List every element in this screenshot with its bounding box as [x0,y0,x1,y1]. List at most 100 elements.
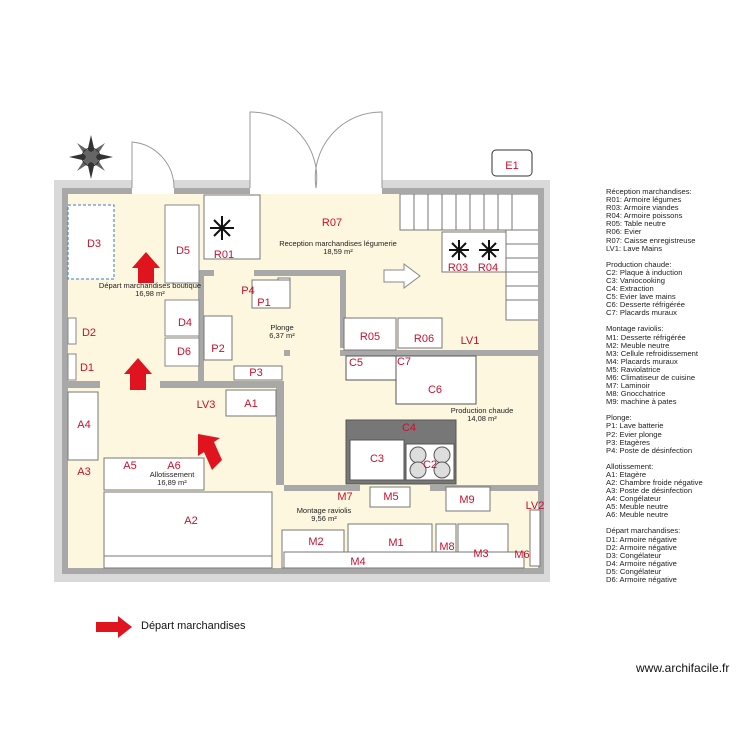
watermark: www.archifacile.fr [636,661,730,675]
equipment-label: R07 [322,217,342,229]
equipment-e1-box [491,149,533,177]
room-name-reception: Reception marchandises légumerie [279,239,397,248]
legend-item: A6: Meuble neutre [606,510,669,520]
room-area-reception: 18,59 m² [323,247,353,256]
legend-item: P2: Evier plonge [606,429,662,439]
equipment-label: P4 [241,285,254,297]
staircase [399,193,543,321]
furniture-depart [67,204,200,381]
exterior-doors [131,111,383,189]
equipment-label: D6 [177,346,191,358]
legend-item: C3: Vaniocooking [606,275,665,285]
equipment-label: C7 [397,356,411,368]
legend-title: Production chaude: [606,259,672,269]
legend-title: Réception marchandises: [606,187,692,196]
room-name-montage: Montage raviolis [297,506,352,515]
legend-item: R04: Armoire poissons [606,211,683,221]
furniture-plonge [203,279,291,381]
legend-item: R01: Armoire légumes [606,195,682,205]
room-area-plonge: 6,37 m² [269,331,295,340]
equipment-label: C2 [423,459,437,471]
room-name-production: Production chaude [451,406,514,415]
equipment-label: LV1 [461,335,480,347]
equipment-label: P1 [257,297,270,309]
equipment-label: P2 [211,343,224,355]
equipment-label: C3 [370,453,384,465]
legend-group-production: Production chaude: C2: Plaque à inductio… [606,259,748,318]
equipment-label: D4 [178,317,192,329]
equipment-label: P3 [249,367,262,379]
legend-item: P4: Poste de désinfection [606,445,693,455]
legend-item: M8: Gnocchatrice [606,389,666,399]
legend-item: A3: Poste de désinfection [606,486,693,496]
legend-item: D2: Armoire négative [606,542,677,552]
furniture-production [345,355,477,485]
equipment-label: M6 [514,549,529,561]
furniture-allotissement [67,389,277,569]
legend-item: P3: Etagères [606,437,650,447]
equipment-label: A5 [123,460,136,472]
equipment-label: A2 [184,515,197,527]
legend-group-allotissement: Allotissement: A1: Etagère A2: Chambre f… [606,461,748,520]
equipment-label: M5 [383,491,398,503]
equipment-label: M4 [350,556,365,568]
equipment-label: D5 [176,245,190,257]
equipment-label: A4 [77,419,90,431]
legend-item: D6: Armoire négative [606,575,677,585]
legend-item: R03: Armoire viandes [606,203,679,213]
equipment-label: M9 [459,494,474,506]
legend-item: LV1: Lave Mains [606,243,662,253]
legend-item: M6: Climatiseur de cuisine [606,372,696,382]
flow-arrows [124,252,222,470]
equipment-label: LV2 [526,500,545,512]
equipment-label: R01 [214,249,234,261]
legend-item: M7: Laminoir [606,381,650,391]
room-name-allotissement: Allotissement [150,470,196,479]
room-area-production: 14,08 m² [467,414,497,423]
equipment-label: A6 [167,460,180,472]
legend-item: C2: Plaque à induction [606,267,683,277]
legend-item: M4: Placards muraux [606,356,678,366]
legend-item: A1: Etagère [606,469,647,479]
equipment-label: D3 [87,238,101,250]
equipment-label: M3 [473,548,488,560]
room-name-depart: Départ marchandises boutique [99,281,201,290]
equipment-label: M7 [337,491,352,503]
legend-item: M3: Cellule refroidissement [606,348,699,358]
snowflake-icons [210,216,499,260]
equipment-label: M2 [308,536,323,548]
legend-item: A5: Meuble neutre [606,502,669,512]
legend-item: M2: Meuble neutre [606,340,670,350]
equipment-label: R04 [478,262,498,274]
legend-group-depart: Départ marchandises: D1: Armoire négativ… [606,527,748,584]
equipment-label: R06 [414,333,434,345]
legend-item: M9: machine à pates [606,397,677,407]
legend-title: Montage raviolis: [606,324,664,334]
compass-icon [69,135,113,179]
room-area-montage: 9,56 m² [311,514,337,523]
equipment-label: A3 [77,466,90,478]
legend-item: R05: Table neutre [606,219,666,229]
legend: Réception marchandises: R01: Armoire lég… [606,187,748,592]
legend-title: Allotissement: [606,461,654,471]
legend-item: R06: Evier [606,227,642,237]
equipment-label: C6 [428,384,442,396]
legend-item: R07: Caisse enregistreuse [606,235,696,245]
room-area-depart: 16,98 m² [135,289,165,298]
legend-item: M5: Raviolatrice [606,364,661,374]
legend-item: C4: Extraction [606,284,654,294]
legend-arrow-icon [96,616,132,638]
legend-item: P1: Lave batterie [606,421,664,431]
equipment-label: M8 [439,541,454,553]
legend-item: C5: Evier lave mains [606,292,676,302]
equipment-label: LV3 [197,399,216,411]
legend-item: D5: Congélateur [606,566,662,576]
equipment-label: C5 [349,357,363,369]
arrow-legend-label: Départ marchandises [141,620,246,632]
equipment-label: M1 [388,537,403,549]
equipment-label: R03 [448,262,468,274]
equipment-label: C4 [402,422,416,434]
furniture-montage [281,486,541,569]
legend-item: C7: Placards muraux [606,308,677,318]
